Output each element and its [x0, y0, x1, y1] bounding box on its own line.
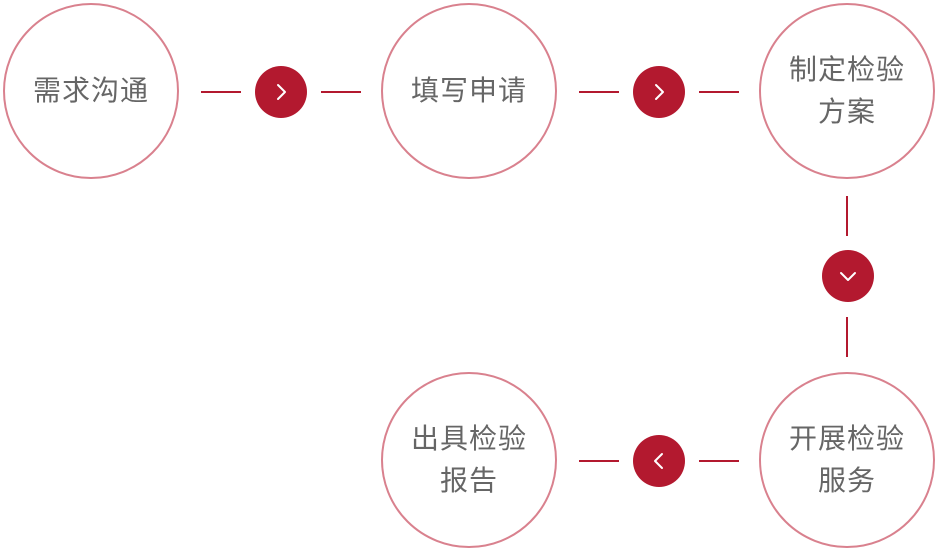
- chevron-left-icon: [654, 453, 663, 469]
- step-inspection-plan: 制定检验 方案: [759, 3, 935, 179]
- step-label: 开展检验 服务: [788, 422, 905, 497]
- step-requirement-communication: 需求沟通: [3, 3, 179, 179]
- step-label: 填写申请: [410, 74, 527, 107]
- step-label: 制定检验 方案: [788, 53, 905, 128]
- chevron-down-icon: [840, 272, 856, 281]
- arrow-badge: [822, 250, 874, 302]
- step-fill-application: 填写申请: [381, 3, 557, 179]
- arrow-badge: [255, 66, 307, 118]
- connector-line: [201, 91, 241, 93]
- chevron-right-icon: [277, 84, 286, 100]
- connector-line: [321, 91, 361, 93]
- step-inspection-service: 开展检验 服务: [759, 372, 935, 548]
- connector-line: [579, 91, 619, 93]
- connector-line: [699, 460, 739, 462]
- arrow-badge: [633, 66, 685, 118]
- connector-line: [846, 196, 848, 236]
- step-label: 需求沟通: [32, 74, 149, 107]
- step-label: 出具检验 报告: [410, 422, 527, 497]
- connector-line: [579, 460, 619, 462]
- connector-line: [699, 91, 739, 93]
- connector-line: [846, 317, 848, 357]
- step-inspection-report: 出具检验 报告: [381, 372, 557, 548]
- arrow-badge: [633, 435, 685, 487]
- chevron-right-icon: [655, 84, 664, 100]
